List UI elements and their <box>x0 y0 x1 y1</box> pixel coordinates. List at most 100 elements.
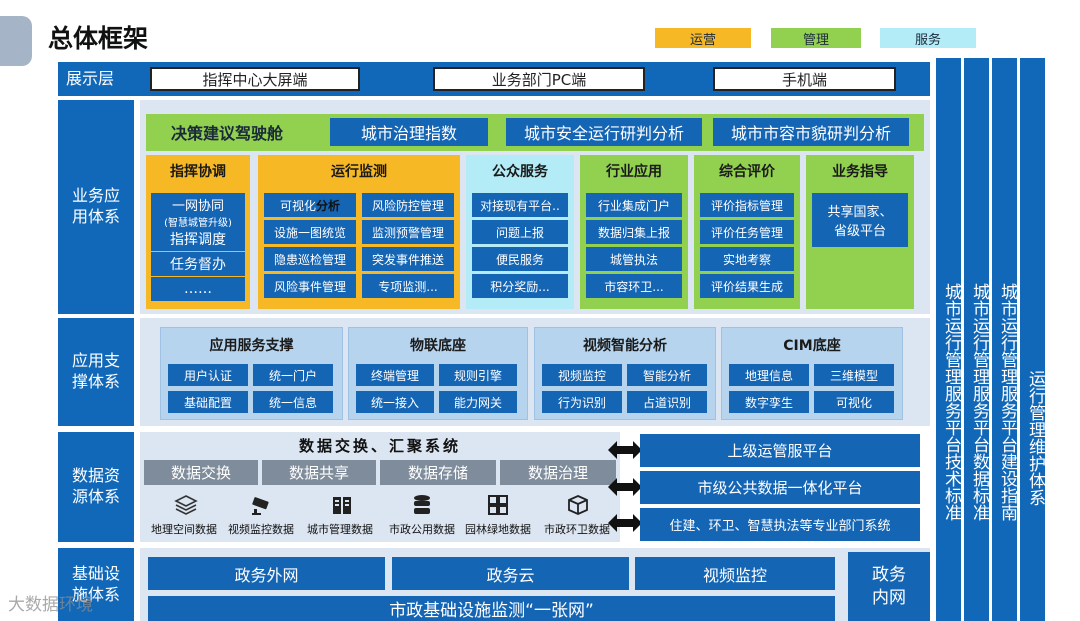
visual-text: 可视化 <box>279 198 316 213</box>
database-icon <box>414 495 430 514</box>
channel-mobile: 手机端 <box>713 67 896 91</box>
cell-convenience: 便民服务 <box>472 247 568 271</box>
cell-3d-model: 三维模型 <box>814 364 894 386</box>
cell-terminal-mgmt: 终端管理 <box>356 364 434 386</box>
col-monitor-head: 运行监测 <box>331 164 387 180</box>
cell-geo-info: 地理信息 <box>729 364 809 386</box>
label-city-mgmt-data: 城市管理数据 <box>307 523 373 536</box>
legend-yunying: 运营 <box>655 28 751 48</box>
vcol-build-guide: 城市运行管理服务平台建设指南 <box>992 58 1017 621</box>
col-guidance: 业务指导 共享国家、 省级平台 <box>806 155 914 309</box>
cell-emergency-push: 突发事件推送 <box>362 247 454 271</box>
watermark: 大数据环境 <box>8 595 93 615</box>
cell-hazard-inspect: 隐患巡检管理 <box>264 247 356 271</box>
panel-iot: 物联底座 终端管理 规则引擎 统一接入 能力网关 <box>348 327 528 420</box>
cell-share-platform: 共享国家、 省级平台 <box>812 193 908 247</box>
double-arrow-icon <box>608 478 642 496</box>
department-systems: 住建、环卫、智慧执法等专业部门系统 <box>640 508 920 541</box>
col-evaluation: 综合评价 评价指标管理 评价任务管理 实地考察 评价结果生成 <box>694 155 800 309</box>
gov-extranet: 政务外网 <box>148 557 385 590</box>
cell-points-reward: 积分奖励... <box>472 274 568 298</box>
cockpit-label: 决策建议驾驶舱 <box>170 124 283 143</box>
page-title: 总体框架 <box>48 24 149 53</box>
cell-industry-portal: 行业集成门户 <box>586 193 682 217</box>
cell-eval-task: 评价任务管理 <box>700 220 794 244</box>
col-public-head: 公众服务 <box>492 164 548 180</box>
panel-video-ai-head: 视频智能分析 <box>583 338 667 354</box>
cell-eval-result: 评价结果生成 <box>700 274 794 298</box>
video-monitoring-net: 视频监控 <box>635 557 835 590</box>
share-line2: 省级平台 <box>833 224 886 239</box>
panel-iot-head: 物联底座 <box>410 338 466 354</box>
one-network-sub: (智慧城管升级) <box>164 218 232 229</box>
col-industry: 行业应用 行业集成门户 数据归集上报 城管执法 市容环卫... <box>580 155 688 309</box>
panel-cim: CIM底座 地理信息 三维模型 数字孪生 可视化 <box>721 327 903 420</box>
channel-pc: 业务部门PC端 <box>433 67 645 91</box>
panel-cim-head: CIM底座 <box>783 338 841 354</box>
col-evaluation-head: 综合评价 <box>719 164 775 180</box>
panel-video-ai: 视频智能分析 视频监控 智能分析 行为识别 占道识别 <box>534 327 716 420</box>
data-governance: 数据治理 <box>500 460 616 485</box>
legend-guanli: 管理 <box>771 28 861 48</box>
cell-data-report: 数据归集上报 <box>586 220 682 244</box>
cell-sanitation: 市容环卫... <box>586 274 682 298</box>
cell-digital-twin: 数字孪生 <box>729 391 809 413</box>
camera-icon <box>252 497 269 515</box>
cell-risk-event: 风险事件管理 <box>264 274 356 298</box>
cell-issue-report: 问题上报 <box>472 220 568 244</box>
cell-unified-portal: 统一门户 <box>253 364 333 386</box>
share-line1: 共享国家、 <box>827 205 893 220</box>
cell-one-network: 一网协同 (智慧城管升级) <box>151 193 245 231</box>
cell-video-monitor: 视频监控 <box>542 364 622 386</box>
cell-visual-analysis: 可视化分析 <box>264 193 356 217</box>
cell-unified-info: 统一信息 <box>253 391 333 413</box>
data-exchange-system-title: 数据交换、汇聚系统 <box>298 436 461 455</box>
layers-icon <box>174 495 198 515</box>
label-video-data: 视频监控数据 <box>228 523 294 536</box>
cell-user-auth: 用户认证 <box>168 364 248 386</box>
double-arrow-icon <box>608 441 642 459</box>
data-layer-label: 数据资 源体系 <box>58 432 134 542</box>
buildings-icon <box>333 497 351 514</box>
upper-platform: 上级运管服平台 <box>640 434 920 467</box>
cell-dispatch: 指挥调度 <box>151 227 245 251</box>
gov-cloud: 政务云 <box>392 557 629 590</box>
double-arrow-icon <box>608 514 642 532</box>
data-storage: 数据存储 <box>380 460 496 485</box>
col-guidance-head: 业务指导 <box>832 164 888 180</box>
data-layer-panel <box>140 432 620 542</box>
safety-analysis: 城市安全运行研判分析 <box>506 118 702 146</box>
col-command: 指挥协调 一网协同 (智慧城管升级) 指挥调度 任务督办 …… <box>146 155 250 309</box>
legend-fuwu: 服务 <box>880 28 976 48</box>
panel-app-service: 应用服务支撑 用户认证 统一门户 基础配置 统一信息 <box>160 327 343 420</box>
col-industry-head: 行业应用 <box>606 164 662 180</box>
grid-icon <box>488 495 508 515</box>
cell-eval-index: 评价指标管理 <box>700 193 794 217</box>
cell-base-config: 基础配置 <box>168 391 248 413</box>
label-sanitation-data: 市政环卫数据 <box>544 523 610 536</box>
corner-decoration <box>0 16 32 66</box>
col-public-service: 公众服务 对接现有平台.. 问题上报 便民服务 积分奖励... <box>466 155 574 309</box>
label-public-utility-data: 市政公用数据 <box>389 523 455 536</box>
cell-more: …… <box>151 277 245 301</box>
cell-facility-overview: 设施一图统览 <box>264 220 356 244</box>
cell-unified-access: 统一接入 <box>356 391 434 413</box>
data-exchange: 数据交换 <box>144 460 258 485</box>
cell-rule-engine: 规则引擎 <box>439 364 517 386</box>
col-monitor: 运行监测 可视化分析 设施一图统览 隐患巡检管理 风险事件管理 风险防控管理 监… <box>258 155 460 309</box>
cell-risk-control: 风险防控管理 <box>362 193 454 217</box>
one-network-text: 一网协同 <box>171 199 224 214</box>
business-layer-label: 业务应 用体系 <box>58 100 134 314</box>
support-layer-label: 应用支 撑体系 <box>58 318 134 426</box>
cell-platform-connect: 对接现有平台.. <box>472 193 568 217</box>
data-share: 数据共享 <box>262 460 376 485</box>
governance-index: 城市治理指数 <box>330 118 488 146</box>
gov-intranet: 政务 内网 <box>848 552 930 621</box>
cell-behavior-detect: 行为识别 <box>542 391 622 413</box>
panel-app-service-head: 应用服务支撑 <box>209 338 294 354</box>
label-geo-data: 地理空间数据 <box>151 523 217 536</box>
infra-layer-label: 基础设 施体系 <box>58 548 134 621</box>
cell-capability-gateway: 能力网关 <box>439 391 517 413</box>
cell-law-enforce: 城管执法 <box>586 247 682 271</box>
infra-one-network: 市政基础设施监测“一张网” <box>148 596 835 621</box>
